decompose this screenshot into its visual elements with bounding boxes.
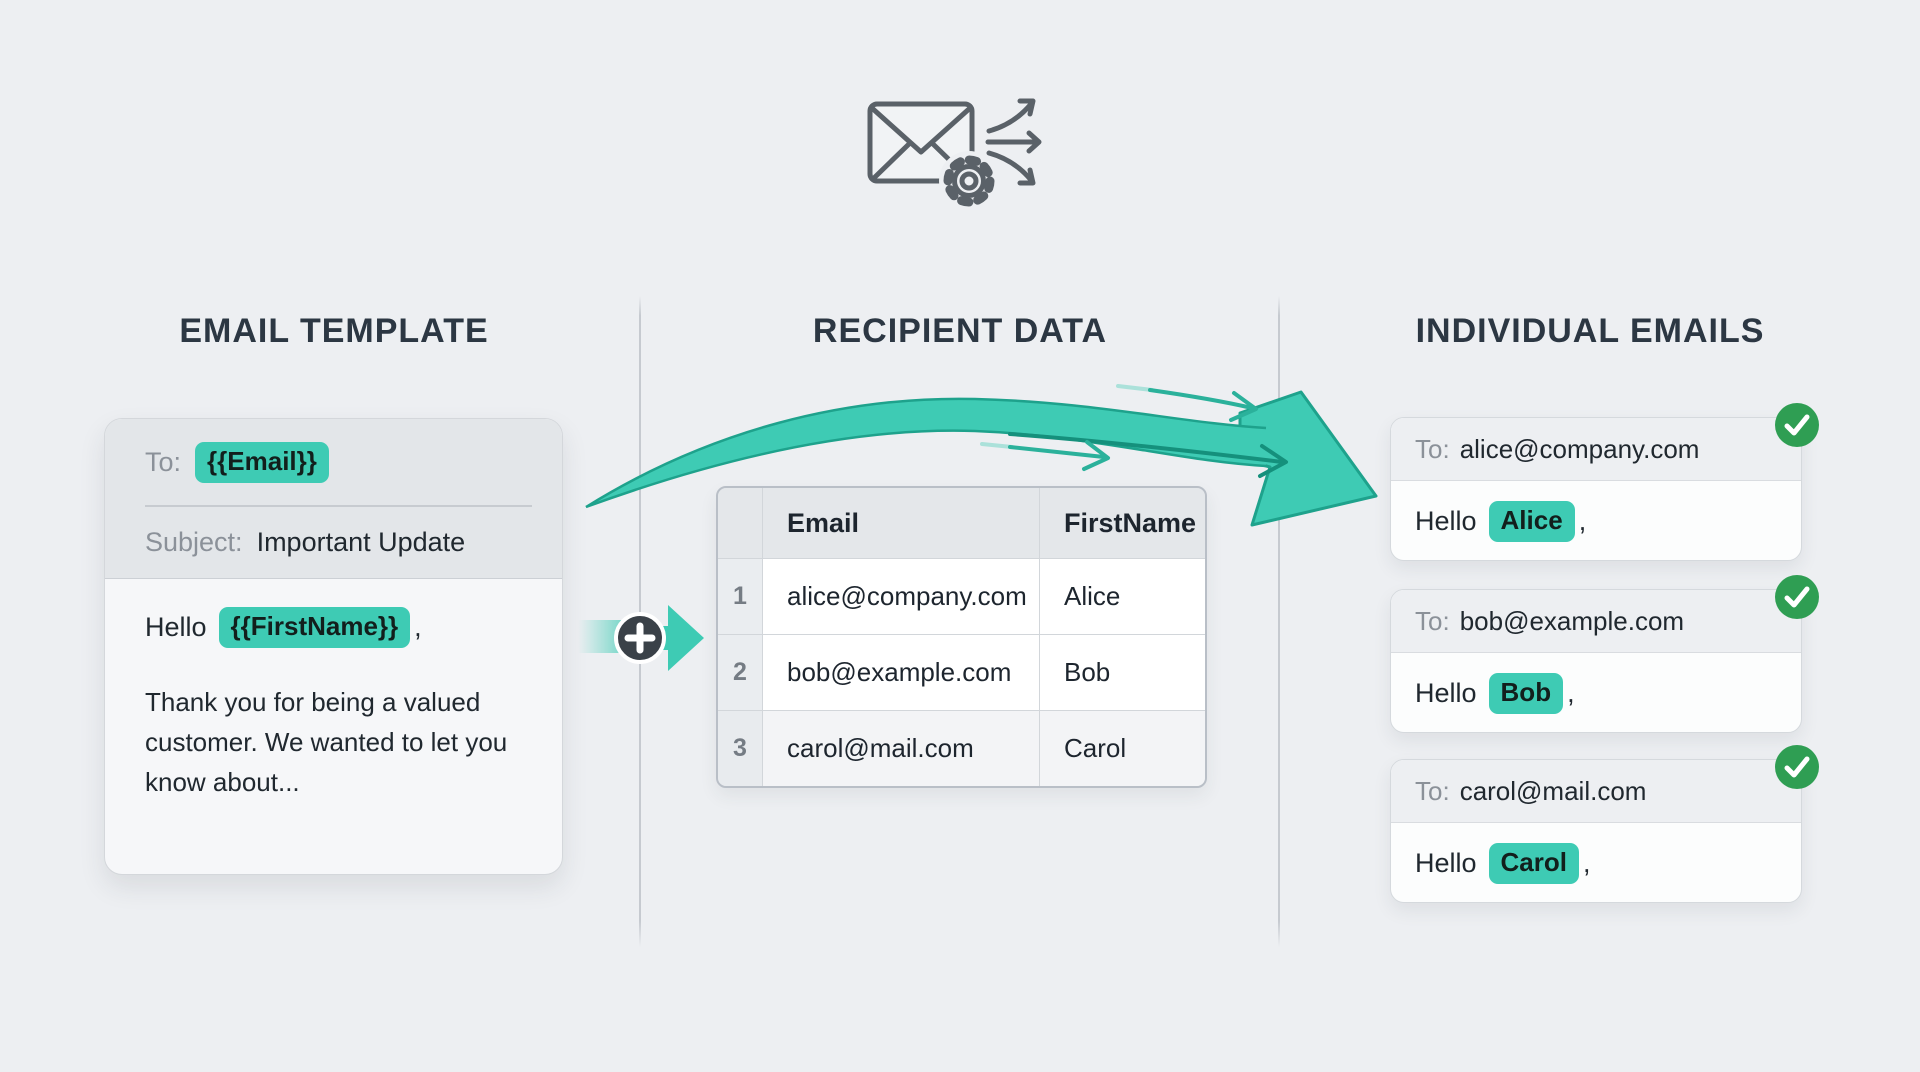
row-number: 3 bbox=[718, 711, 762, 786]
greeting-prefix: Hello bbox=[1415, 677, 1477, 708]
table-cell-firstname: Alice bbox=[1040, 559, 1205, 634]
success-check-badge bbox=[1775, 745, 1819, 789]
table-cell-email: alice@company.com bbox=[763, 559, 1039, 634]
arrow-right-icon bbox=[652, 605, 704, 671]
to-label: To: bbox=[1415, 775, 1450, 806]
check-icon bbox=[1784, 414, 1810, 436]
mail-merge-icon bbox=[867, 98, 1042, 211]
email-card-body: Hello Carol , bbox=[1391, 823, 1801, 903]
merged-name-chip: Carol bbox=[1488, 842, 1579, 884]
table-corner-cell bbox=[718, 488, 762, 558]
template-subject-row: Subject: Important Update bbox=[145, 507, 532, 577]
table-cell-email: bob@example.com bbox=[763, 635, 1039, 710]
success-check-badge bbox=[1775, 575, 1819, 619]
to-label: To: bbox=[1415, 605, 1450, 636]
table-cell-firstname: Bob bbox=[1040, 635, 1205, 710]
greeting-suffix: , bbox=[414, 612, 422, 642]
gear-icon bbox=[939, 151, 999, 211]
firstname-merge-field-chip: {{FirstName}} bbox=[218, 607, 411, 648]
email-address: alice@company.com bbox=[1459, 433, 1700, 464]
table-cell-firstname: Carol bbox=[1040, 711, 1205, 786]
email-card-header: To: carol@mail.com bbox=[1391, 760, 1801, 823]
merge-connector bbox=[614, 605, 704, 671]
check-icon bbox=[1784, 756, 1810, 778]
merged-name-chip: Bob bbox=[1488, 672, 1564, 714]
column-heading-recipient-data: RECIPIENT DATA bbox=[812, 312, 1108, 350]
greeting-prefix: Hello bbox=[1415, 847, 1477, 878]
email-merge-field-chip: {{Email}} bbox=[195, 441, 329, 483]
template-field-divider bbox=[145, 505, 532, 507]
small-arrow-lower-icon bbox=[980, 440, 1110, 471]
plus-icon bbox=[624, 622, 656, 654]
row-number: 2 bbox=[718, 635, 762, 710]
to-label: To: bbox=[145, 446, 182, 477]
email-card-alice: To: alice@company.com Hello Alice , bbox=[1390, 403, 1819, 561]
table-header-email: Email bbox=[763, 488, 1039, 558]
merged-name-chip: Alice bbox=[1488, 500, 1575, 542]
success-check-badge bbox=[1775, 403, 1819, 447]
template-body-text: Thank you for being a valued customer. W… bbox=[145, 687, 508, 797]
email-card-header: To: alice@company.com bbox=[1391, 418, 1801, 481]
column-heading-template: EMAIL TEMPLATE bbox=[179, 312, 489, 350]
column-divider-right bbox=[1278, 296, 1280, 947]
fan-arrows-icon bbox=[985, 98, 1042, 186]
template-card-header: To: {{Email}} Subject: Important Update bbox=[105, 419, 562, 579]
email-address: carol@mail.com bbox=[1459, 775, 1647, 806]
greeting-suffix: , bbox=[1567, 677, 1575, 708]
inner-arrow-icon bbox=[1008, 432, 1288, 478]
check-icon bbox=[1784, 586, 1810, 608]
table-header-firstname: FirstName bbox=[1040, 488, 1205, 558]
to-label: To: bbox=[1415, 433, 1450, 464]
email-card-body: Hello Bob , bbox=[1391, 653, 1801, 733]
table-cell-email: carol@mail.com bbox=[763, 711, 1039, 786]
small-arrow-upper-icon bbox=[1116, 384, 1258, 422]
row-number: 1 bbox=[718, 559, 762, 634]
greeting-prefix: Hello bbox=[145, 612, 207, 642]
email-card-carol: To: carol@mail.com Hello Carol , bbox=[1390, 745, 1819, 903]
column-heading-individual-emails: INDIVIDUAL EMAILS bbox=[1415, 312, 1765, 350]
email-card-bob: To: bob@example.com Hello Bob , bbox=[1390, 575, 1819, 733]
email-template-card: To: {{Email}} Subject: Important Update … bbox=[104, 418, 563, 875]
template-card-body: Hello {{FirstName}} , Thank you for bein… bbox=[105, 579, 562, 802]
greeting-suffix: , bbox=[1578, 505, 1587, 536]
greeting-suffix: , bbox=[1583, 847, 1591, 878]
subject-label: Subject: bbox=[145, 526, 243, 557]
email-card-body: Hello Alice , bbox=[1391, 481, 1801, 561]
email-address: bob@example.com bbox=[1459, 605, 1685, 636]
template-to-row: To: {{Email}} bbox=[145, 419, 532, 505]
greeting-prefix: Hello bbox=[1415, 505, 1477, 536]
recipient-table: Email FirstName 1 alice@company.com Alic… bbox=[716, 486, 1207, 788]
template-greeting: Hello {{FirstName}} , bbox=[145, 607, 522, 648]
email-card-header: To: bob@example.com bbox=[1391, 590, 1801, 653]
subject-value: Important Update bbox=[256, 526, 466, 557]
big-arrow-head bbox=[1238, 390, 1378, 527]
